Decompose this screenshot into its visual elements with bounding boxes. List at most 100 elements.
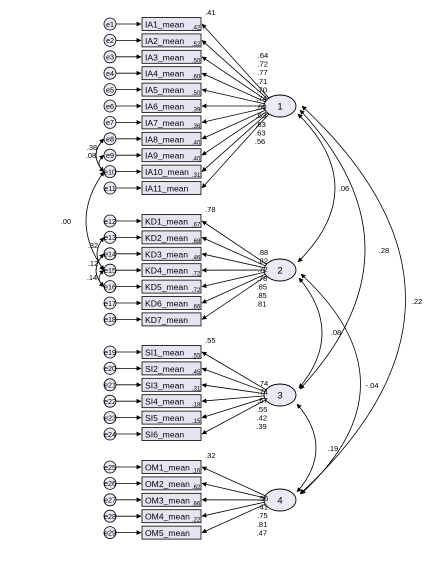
error-term [103, 116, 117, 129]
r-squared-label: .18 [192, 403, 201, 409]
correlation-arc [296, 403, 317, 493]
indicator-label: KD2_mean [145, 233, 188, 243]
loading-path [201, 383, 265, 394]
error-label: e11 [104, 184, 115, 193]
indicator-box [141, 460, 202, 474]
error-label: e24 [104, 430, 116, 439]
r-squared-label: .67 [192, 223, 201, 229]
r-squared-label: .50 [192, 58, 201, 64]
indicator-label: SI2_mean [145, 364, 184, 374]
indicator-label: IA7_mean [145, 118, 184, 128]
error-term [103, 493, 117, 507]
error-label: e10 [104, 167, 116, 176]
loading-path [201, 367, 265, 392]
latent-label: 2 [277, 266, 282, 277]
error-label: e23 [104, 413, 116, 422]
indicator-label: KD7_mean [145, 315, 188, 325]
loading-value: .77 [257, 68, 268, 77]
error-label: e12 [104, 217, 116, 226]
loading-value: .60 [256, 103, 267, 112]
error-label: e8 [106, 135, 114, 144]
loading-value: .74 [258, 379, 269, 388]
latent-factor [263, 488, 297, 512]
error-label: e3 [106, 53, 114, 62]
correlation-value: .19 [328, 444, 339, 453]
loading-path [201, 111, 267, 156]
error-label: e21 [104, 381, 116, 390]
loading-value: .78 [257, 274, 268, 283]
loading-value: .63 [256, 111, 267, 120]
error-label: e15 [104, 266, 116, 275]
indicator-label: KD4_mean [145, 266, 188, 276]
loading-value: .55 [257, 405, 268, 414]
error-covariance-value: .08 [86, 151, 96, 160]
loading-path [201, 482, 265, 499]
indicator-box [141, 394, 202, 409]
indicator-label: OM1_mean [145, 463, 190, 473]
error-label: e25 [104, 463, 116, 472]
error-label: e28 [104, 512, 116, 521]
error-term [103, 181, 117, 195]
loading-path [201, 113, 270, 189]
loading-path [201, 501, 265, 518]
loading-path [201, 23, 270, 99]
correlation-arc [299, 109, 366, 390]
loading-value: .71 [257, 77, 268, 86]
error-term [103, 165, 117, 179]
loading-path [201, 72, 266, 103]
error-term [103, 17, 117, 31]
error-label: e22 [104, 397, 116, 406]
indicator-label: IA1_mean [145, 20, 184, 30]
error-term [103, 460, 117, 474]
indicator-label: IA2_mean [145, 36, 184, 46]
latent-label: 1 [277, 102, 282, 113]
error-covariance-arc [98, 269, 105, 287]
r-squared-label: .22 [192, 518, 201, 524]
indicator-label: KD5_mean [145, 282, 188, 292]
indicator-box [141, 115, 202, 130]
r-squared-label: .40 [192, 157, 201, 163]
error-term [103, 280, 117, 294]
indicator-label: IA6_mean [145, 102, 184, 112]
indicator-label: OM3_mean [145, 495, 190, 505]
loading-path [201, 273, 266, 304]
r-squared-label: .45 [192, 370, 201, 376]
error-term [103, 427, 117, 441]
top-value: .32 [205, 451, 216, 460]
error-label: e14 [104, 250, 116, 259]
correlation-value: .28 [379, 246, 390, 255]
loading-value: .56 [255, 137, 266, 146]
indicator-box [141, 361, 202, 376]
indicator-label: IA4_mean [145, 69, 184, 79]
r-squared-label: .62 [192, 485, 201, 491]
error-term [103, 34, 117, 47]
correlation-value: .06 [339, 184, 350, 193]
top-value: .41 [205, 8, 216, 17]
error-label: e6 [106, 102, 114, 111]
error-term [103, 83, 117, 96]
indicator-box [141, 214, 202, 228]
indicator-label: SI3_mean [145, 380, 184, 390]
indicator-box [141, 17, 202, 31]
error-label: e13 [104, 233, 116, 242]
indicator-label: SI1_mean [145, 348, 184, 358]
loading-path [201, 271, 265, 288]
indicator-box [141, 164, 202, 179]
r-squared-label: .42 [192, 26, 201, 32]
indicator-box [141, 476, 202, 491]
indicator-box [141, 181, 202, 195]
covariance-paths [85, 105, 406, 495]
loading-path [201, 112, 268, 172]
latent-factor [263, 383, 297, 407]
loading-value: .42 [257, 413, 268, 422]
error-label: e1 [106, 20, 114, 29]
r-squared-label: .15 [192, 419, 201, 425]
indicator-box [141, 246, 202, 261]
r-squared-label: .72 [192, 288, 201, 294]
loading-path [201, 220, 267, 265]
error-label: e9 [106, 151, 114, 160]
latent-factor [263, 94, 297, 118]
latent-label: 4 [277, 496, 282, 507]
loading-path [201, 466, 266, 497]
